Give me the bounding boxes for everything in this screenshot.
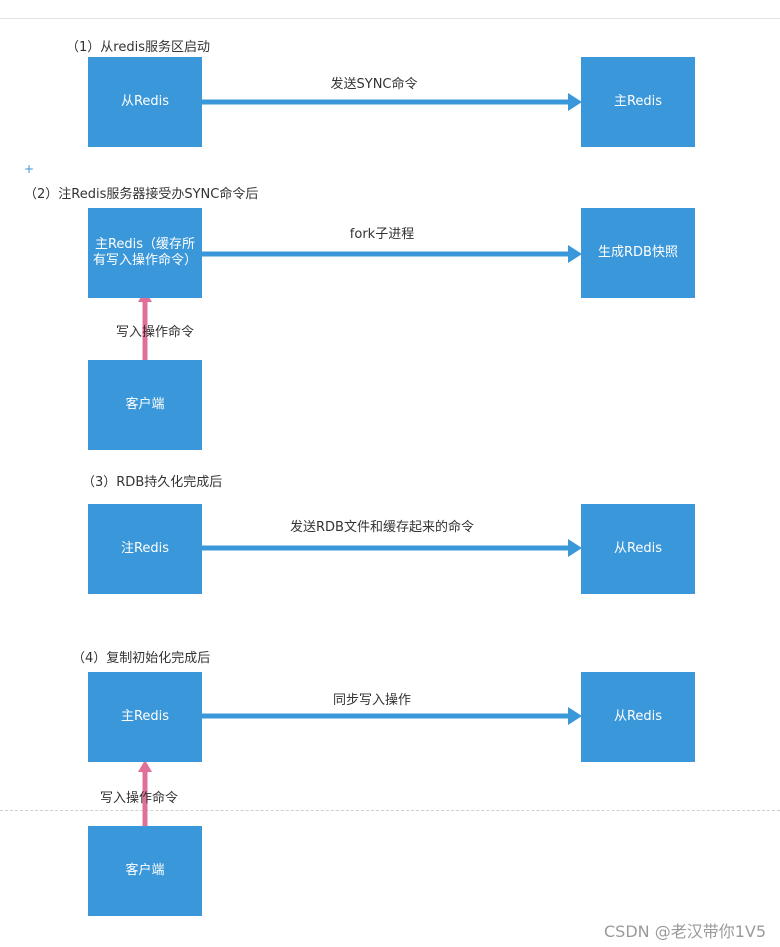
- step-4-arrow-label: 同步写入操作: [332, 693, 412, 708]
- step-4-master-label: 主Redis: [120, 709, 170, 724]
- step-4-client-label: 客户端: [125, 863, 165, 878]
- step-1-arrow-label: 发送SYNC命令: [330, 77, 418, 92]
- step-4-heading: （4）复制初始化完成后: [72, 651, 211, 666]
- step-1-master-box: 主Redis: [581, 57, 695, 147]
- step-3-master-box: 注Redis: [88, 504, 202, 594]
- arrow-sync-head: [568, 93, 582, 111]
- plus-marker: +: [24, 162, 35, 176]
- step-2-client-arrow-label: 写入操作命令: [116, 325, 195, 340]
- step-4-slave-label: 从Redis: [613, 709, 663, 724]
- step-4-master-box: 主Redis: [88, 672, 202, 762]
- step-2-master-box: 主Redis（缓存所有写入操作命令）: [88, 208, 202, 298]
- step-2-heading: （2）注Redis服务器接受办SYNC命令后: [24, 187, 259, 202]
- step-4-client-arrow-label: 写入操作命令: [100, 791, 179, 806]
- arrow-send-rdb-head: [568, 539, 582, 557]
- step-1-heading: （1）从redis服务区启动: [66, 40, 210, 55]
- step-1-slave-label: 从Redis: [120, 94, 170, 109]
- arrow-sync-write-head: [568, 707, 582, 725]
- arrow-client-write-2-head: [138, 760, 152, 772]
- step-3-arrow-label: 发送RDB文件和缓存起来的命令: [290, 520, 474, 535]
- csdn-watermark: CSDN @老汉带你1V5: [603, 922, 766, 941]
- arrow-fork-head: [568, 245, 582, 263]
- step-2-client-label: 客户端: [125, 397, 165, 412]
- step-2-arrow-label: fork子进程: [349, 227, 415, 242]
- step-4-slave-box: 从Redis: [581, 672, 695, 762]
- page-break-divider: [0, 810, 780, 811]
- step-2-rdb-box: 生成RDB快照: [581, 208, 695, 298]
- step-3-slave-label: 从Redis: [613, 541, 663, 556]
- step-3-slave-box: 从Redis: [581, 504, 695, 594]
- step-3-master-label: 注Redis: [120, 541, 170, 556]
- top-divider: [0, 18, 780, 19]
- step-2-rdb-label: 生成RDB快照: [598, 245, 678, 260]
- step-4-client-box: 客户端: [88, 826, 202, 916]
- step-2-client-box: 客户端: [88, 360, 202, 450]
- step-2-master-label: 主Redis（缓存所有写入操作命令）: [92, 237, 197, 268]
- step-1-slave-box: 从Redis: [88, 57, 202, 147]
- step-3-heading: （3）RDB持久化完成后: [82, 475, 223, 490]
- step-1-master-label: 主Redis: [613, 94, 663, 109]
